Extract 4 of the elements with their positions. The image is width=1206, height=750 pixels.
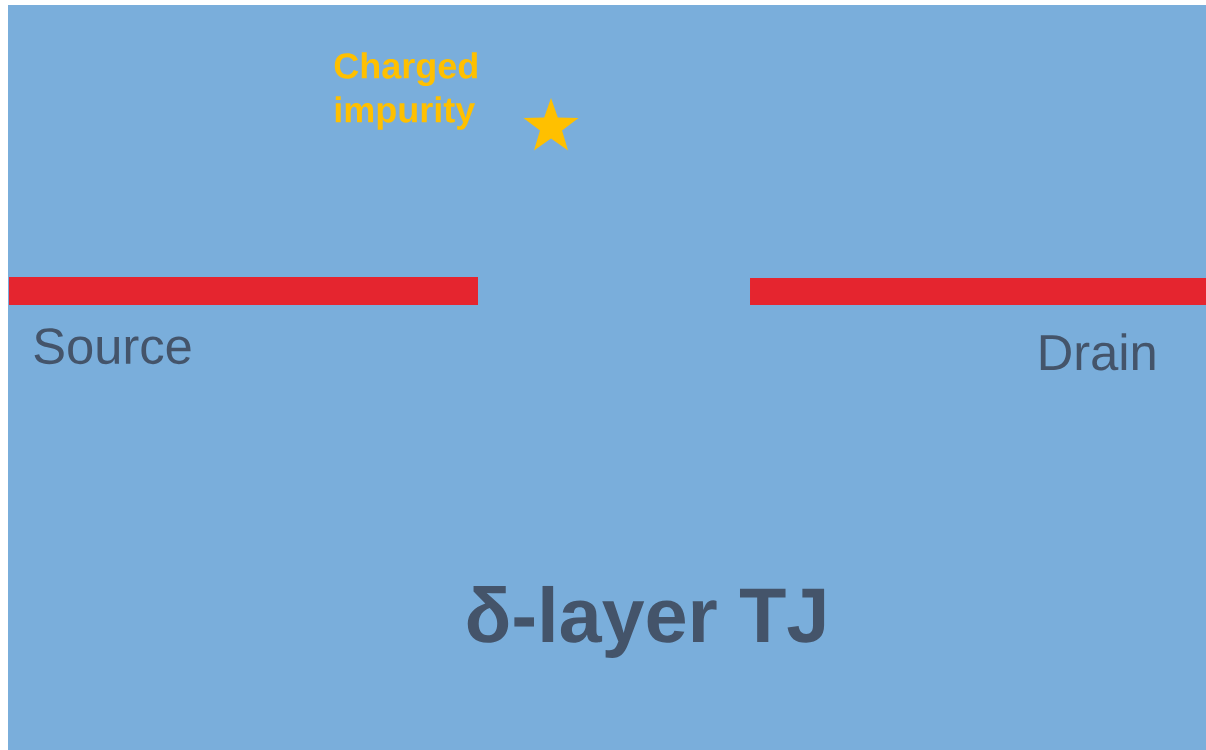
title: δ-layer TJ: [467, 585, 825, 659]
impurity-label: Charged impurity: [334, 52, 477, 130]
electrode-label: Source: [34, 328, 191, 365]
electrode-label: Drain: [1040, 333, 1155, 371]
